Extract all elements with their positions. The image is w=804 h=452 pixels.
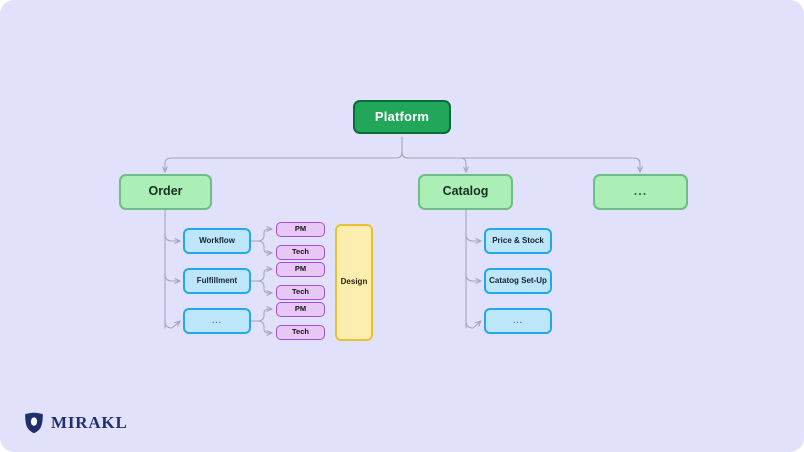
- mirakl-wordmark: MIRAKL: [51, 413, 128, 432]
- node-design[interactable]: Design: [335, 224, 373, 341]
- node-catalog-set-up-label: Catatog Set-Up: [489, 275, 547, 285]
- node-order-more-pm-label: PM: [294, 304, 307, 314]
- node-workflow-tech-label: Tech: [292, 247, 309, 257]
- node-level1-more-label: ...: [633, 184, 648, 199]
- node-price-and-stock-label: Price & Stock: [492, 235, 544, 245]
- node-platform[interactable]: Platform: [353, 100, 451, 134]
- node-catalog-label: Catalog: [442, 184, 489, 199]
- mirakl-logo: MIRAKL: [24, 412, 128, 434]
- shield-icon: [25, 412, 43, 434]
- node-workflow-pm-label: PM: [294, 224, 307, 234]
- node-workflow-pm[interactable]: PM: [276, 222, 325, 237]
- node-fulfillment-pm-label: PM: [294, 264, 307, 274]
- node-price-and-stock[interactable]: Price & Stock: [484, 228, 552, 254]
- node-order-more-tech-label: Tech: [292, 327, 309, 337]
- node-level1-more[interactable]: ...: [593, 174, 688, 210]
- node-fulfillment-tech[interactable]: Tech: [276, 285, 325, 300]
- node-order-more-pm[interactable]: PM: [276, 302, 325, 317]
- node-order-more[interactable]: ...: [183, 308, 251, 334]
- node-workflow-tech[interactable]: Tech: [276, 245, 325, 260]
- node-workflow[interactable]: Workflow: [183, 228, 251, 254]
- node-fulfillment-label: Fulfillment: [196, 275, 238, 285]
- node-catalog-more[interactable]: ...: [484, 308, 552, 334]
- node-design-label: Design: [340, 277, 368, 287]
- node-fulfillment-pm[interactable]: PM: [276, 262, 325, 277]
- node-order-more-tech[interactable]: Tech: [276, 325, 325, 340]
- node-catalog-set-up[interactable]: Catatog Set-Up: [484, 268, 552, 294]
- node-workflow-label: Workflow: [199, 235, 235, 245]
- node-catalog[interactable]: Catalog: [418, 174, 513, 210]
- node-catalog-more-label: ...: [513, 315, 523, 325]
- node-order-label: Order: [148, 184, 183, 199]
- node-order-more-label: ...: [212, 315, 222, 325]
- node-fulfillment-tech-label: Tech: [292, 287, 309, 297]
- node-order[interactable]: Order: [119, 174, 212, 210]
- node-platform-label: Platform: [374, 108, 430, 124]
- node-fulfillment[interactable]: Fulfillment: [183, 268, 251, 294]
